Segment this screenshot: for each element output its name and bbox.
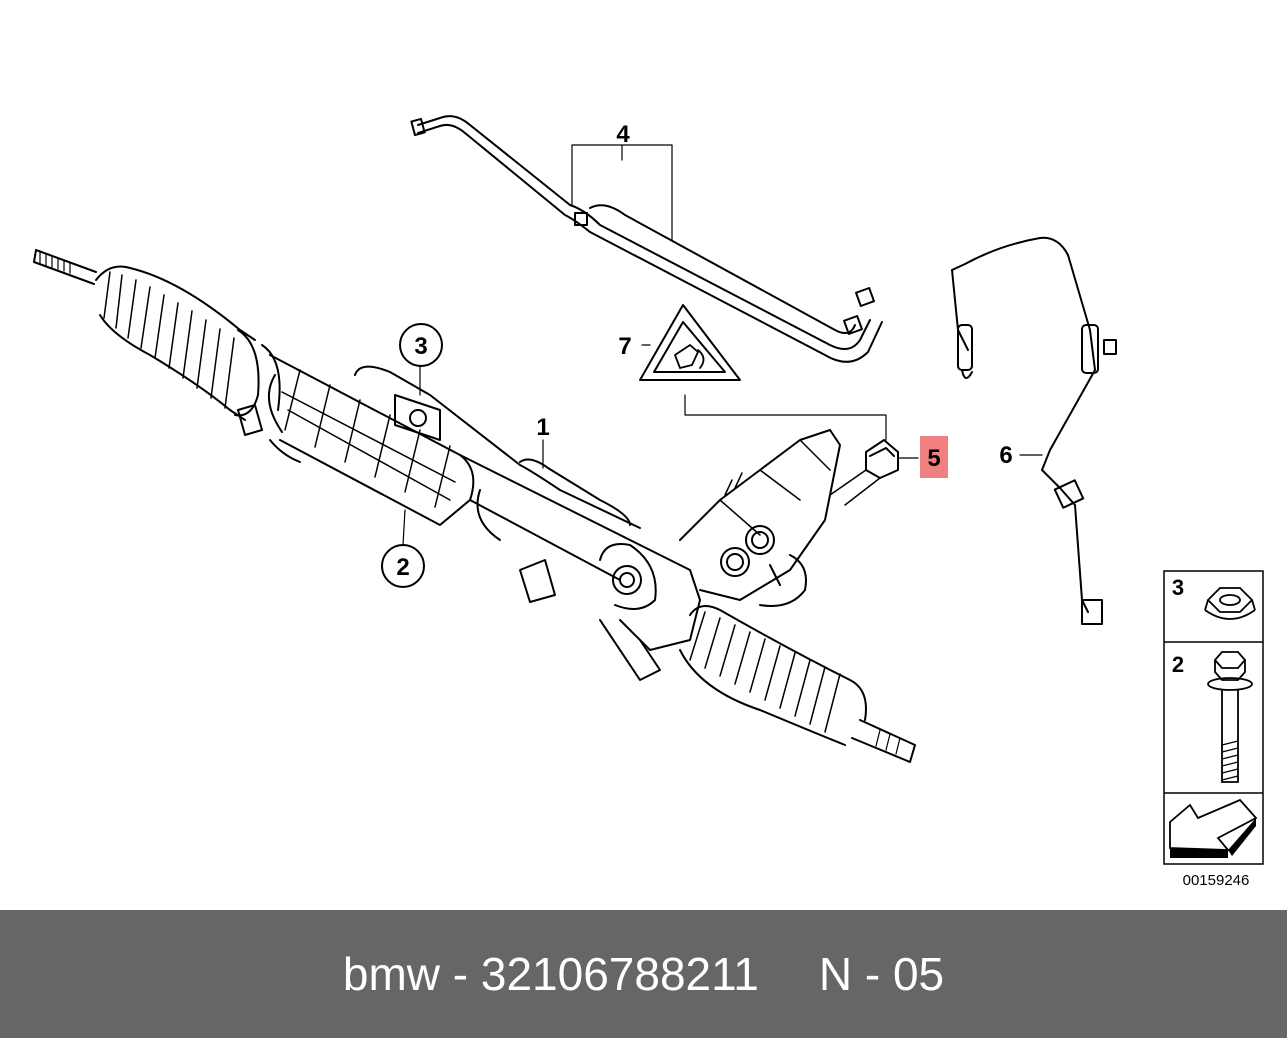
inset-panel: 3 2 <box>1163 570 1264 865</box>
nut-icon <box>1204 587 1256 620</box>
highlight-box <box>920 436 948 478</box>
callout-5: 5 <box>927 445 940 472</box>
diagram-id: 00159246 <box>1183 872 1250 889</box>
diagram-canvas: 1 2 3 4 5 6 7 3 2 00 <box>33 115 1264 889</box>
leader-lines <box>402 144 1043 546</box>
callout-3: 3 <box>414 333 427 360</box>
sensor-cable-drawing <box>951 236 1117 625</box>
footer-position-text: N - 05 <box>818 948 945 1000</box>
footer-part-text: bmw - 32106788211 <box>342 948 759 1000</box>
pressure-lines-drawing <box>410 115 883 363</box>
warning-label-drawing <box>639 304 741 381</box>
callout-circle-2 <box>381 544 425 588</box>
clip-part-drawing <box>829 439 899 506</box>
callout-circle-3 <box>399 323 443 367</box>
inset-label-row1: 3 <box>1172 575 1184 600</box>
footer-bar: bmw - 32106788211 N - 05 <box>0 910 1287 1038</box>
direction-arrow-icon <box>1169 798 1258 858</box>
callout-7: 7 <box>618 333 631 360</box>
callout-1: 1 <box>536 414 549 441</box>
bolt-icon <box>1207 651 1253 783</box>
callout-6: 6 <box>999 442 1012 469</box>
inset-label-row2: 2 <box>1172 652 1184 677</box>
parts-diagram: 1 2 3 4 5 6 7 3 2 00 <box>33 115 1264 889</box>
callout-4: 4 <box>616 121 630 148</box>
steering-rack-drawing <box>33 249 916 763</box>
callout-2: 2 <box>396 554 409 581</box>
